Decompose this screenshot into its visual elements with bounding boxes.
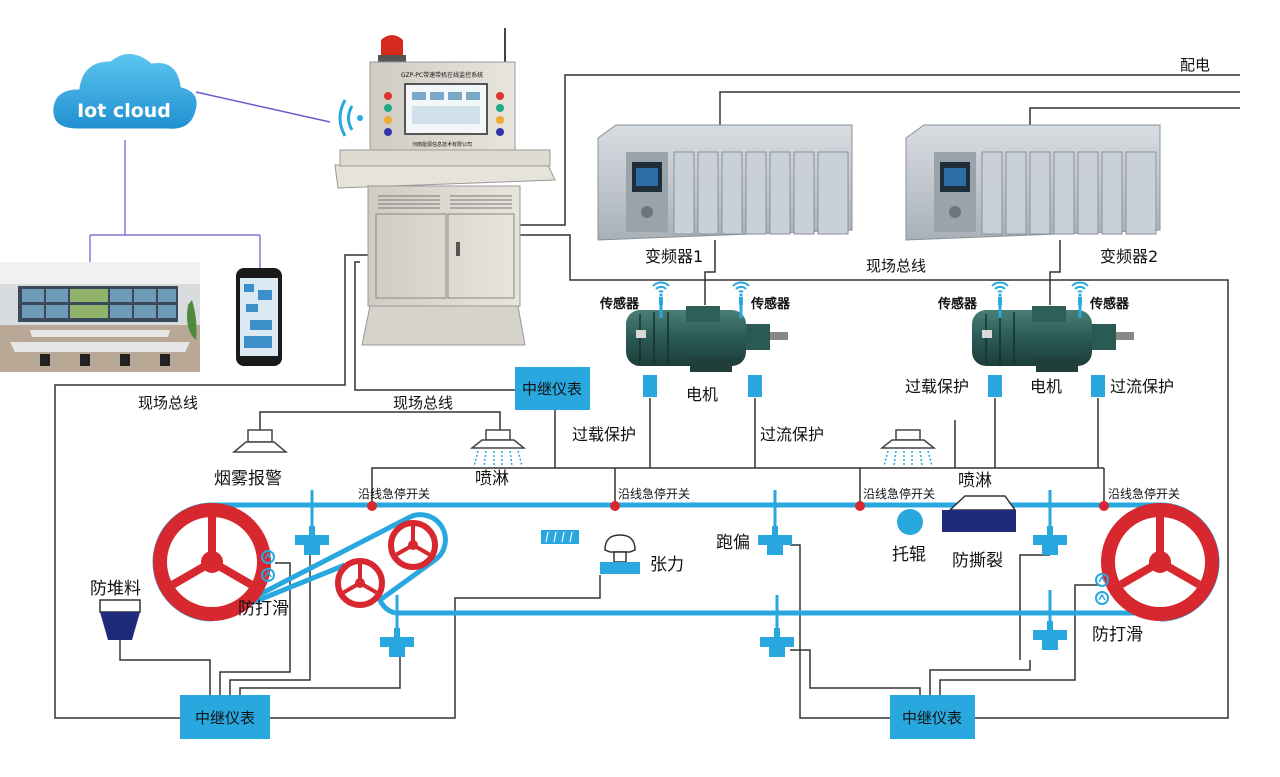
smoke-alarm-label: 烟雾报警 [214,469,282,489]
belt-sensor-1 [295,526,329,555]
motor1-overcurrent-label: 过流保护 [760,425,824,444]
antiskid-right-sensor-b [1095,591,1109,605]
motor-1 [626,306,788,372]
wifi-signal-icon [338,99,363,137]
console-maker: 河南能源信息技术有限公司 [412,141,472,148]
spray-left-icon [471,429,525,467]
deviation-label: 跑偏 [716,533,750,553]
idler-roller [897,509,923,535]
phone-image [236,268,282,366]
anti-tear-device [942,495,1017,532]
power-distribution-label: 配电 [1180,56,1210,74]
smoke-alarm-icon [231,429,289,453]
motor1-sensor-left [652,281,670,318]
deviation-sensor [758,526,792,555]
motor2-overcurrent-label: 过流保护 [1110,377,1174,396]
conveyor-belt [152,502,1220,622]
belt-sensor-3 [1033,526,1067,555]
motor1-overload-label: 过载保护 [572,425,636,444]
spray-right-icon [881,429,935,467]
spray-right-label: 喷淋 [958,471,992,491]
motor1-overload-device [643,375,657,397]
belt-sensor-5 [760,628,794,657]
relay-bottom-left-label: 中继仪表 [195,709,255,727]
motor2-label: 电机 [1030,377,1062,396]
estop-markers [367,501,1109,511]
motor2-sensor-left-label: 传感器 [937,296,978,312]
wireless-link [195,91,331,123]
cloud-label: Iot cloud [77,100,171,122]
field-bus-left-label: 现场总线 [138,394,198,412]
motor2-overload-label: 过载保护 [905,377,969,396]
belt-sensor-posts [310,490,1052,632]
motor1-overcurrent-device [748,375,762,397]
iot-cloud: Iot cloud [50,51,200,132]
anti-tear-label: 防撕裂 [952,551,1003,571]
motor2-sensor-right-label: 传感器 [1089,296,1130,312]
motor1-sensor-right [732,281,750,318]
motor2-sensor-right [1071,281,1089,318]
motor1-sensor-left-label: 传感器 [599,296,640,312]
cloud-network-lines [89,140,261,270]
motor1-sensor-right-label: 传感器 [750,296,791,312]
plc2-label: 变频器2 [1100,247,1158,266]
tension-device [541,530,640,574]
motor2-overload-device [988,375,1002,397]
tension-label: 张力 [650,555,684,575]
tail-pulley-right [1108,510,1212,614]
estop1-label: 沿线急停开关 [358,486,430,501]
motor1-label: 电机 [686,385,718,404]
console-title: GZP-PC带速带机在线监控系统 [401,71,483,79]
anti-pile-device [99,599,141,640]
antiskid-right-label: 防打滑 [1092,625,1143,645]
motor2-sensor-left [991,281,1009,318]
control-room-image [0,262,200,372]
estop3-label: 沿线急停开关 [863,486,935,501]
relay-bottom-left: 中继仪表 [180,695,270,739]
estop2-label: 沿线急停开关 [618,486,690,501]
motor2-overcurrent-device [1091,375,1105,397]
estop4-label: 沿线急停开关 [1108,486,1180,501]
idler-label: 托辊 [892,545,926,565]
spray-left-label: 喷淋 [475,469,509,489]
relay-bottom-right: 中继仪表 [890,695,975,739]
anti-pile-label: 防堆料 [90,579,141,599]
plc-1: 变频器1 [597,124,853,266]
belt-sensor-4 [380,628,414,657]
wiring [54,74,1240,719]
plc1-label: 变频器1 [645,247,703,266]
drive-wheel-upper [391,523,435,567]
antiskid-left-label: 防打滑 [238,599,289,619]
control-console: GZP-PC带速带机在线监控系统 河南能源信息技术有限公司 [334,28,556,346]
relay-bottom-right-label: 中继仪表 [902,709,962,727]
belt-sensor-6 [1033,621,1067,650]
relay-top-label: 中继仪表 [522,380,582,398]
motor-2 [972,306,1134,372]
relay-top: 中继仪表 [515,367,590,410]
field-bus-top-label: 现场总线 [866,257,926,275]
field-bus-mid-label: 现场总线 [393,394,453,412]
plc-2: 变频器2 [905,124,1161,266]
drive-wheel-lower [338,561,382,605]
